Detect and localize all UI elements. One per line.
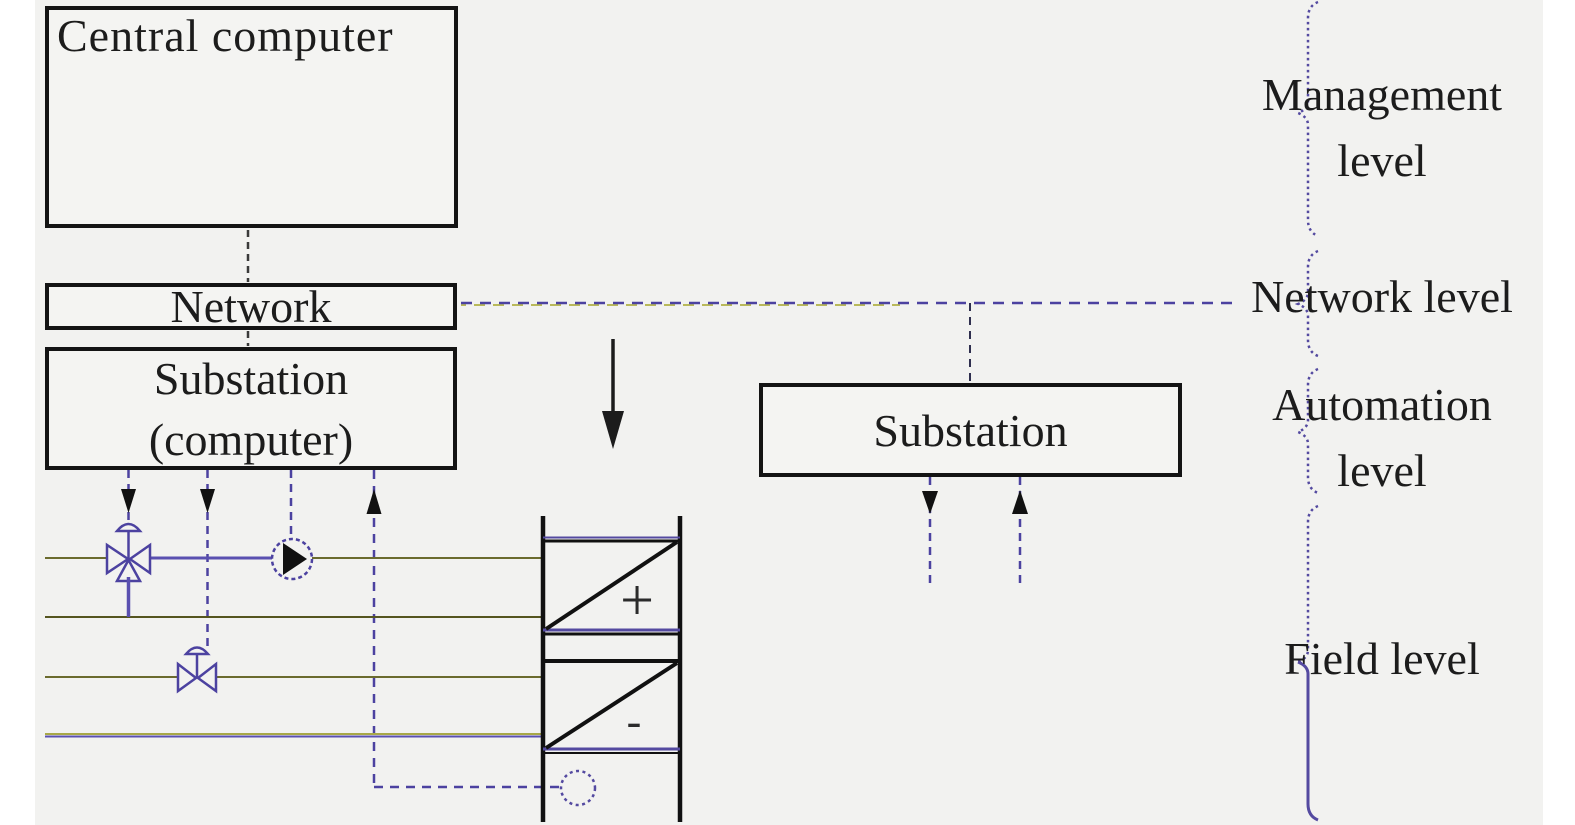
exchanger-plus-sign: + [620,567,654,633]
network-box: Network [45,281,457,332]
level-label-management: Management level [1237,62,1527,194]
level-automation-line2: level [1337,445,1427,496]
control-line-valve2 [200,470,215,651]
curly-brace-icon [1294,367,1319,495]
substation-label: Substation [873,404,1068,456]
level-network-line1: Network level [1251,271,1513,322]
central-computer-label: Central computer [57,10,394,61]
up-arrow-icon [1012,490,1028,514]
level-label-network: Network level [1207,264,1557,330]
level-management-line1: Management [1261,69,1503,120]
curly-brace-icon [1297,504,1319,664]
left-margin [0,0,35,825]
level-field-line1: Field level [1284,633,1480,684]
pump-icon [270,537,314,581]
down-arrow-icon [602,339,624,449]
up-arrow-icon [366,489,382,514]
substation-computer-box: Substation (computer) [45,347,457,470]
pipes [45,556,541,738]
curly-brace-icon [1294,249,1319,358]
control-line-valve1 [121,470,136,530]
heat-exchanger-icon [540,516,683,822]
down-arrow-icon [121,489,136,513]
curly-brace-icon [1297,660,1319,822]
down-arrow-icon [200,489,215,513]
level-label-automation: Automation level [1237,372,1527,504]
network-label: Network [170,281,332,332]
central-computer-box: Central computer [45,6,458,228]
exchanger-minus-sign: - [626,697,642,746]
substation-output-line [922,477,938,583]
level-automation-line1: Automation [1272,379,1492,430]
down-arrow-icon [922,491,938,514]
substation-input-line [1012,477,1028,583]
three-way-valve-icon [105,522,152,583]
right-margin [1543,0,1575,825]
level-management-line2: level [1337,135,1427,186]
level-braces [1294,0,1319,822]
substation-computer-label-line2: (computer) [148,413,354,465]
substation-computer-label-line1: Substation [153,352,349,404]
substation-box: Substation [759,383,1182,477]
level-label-field: Field level [1237,626,1527,692]
sensor-signal-line [366,470,560,789]
two-way-valve-icon [176,646,218,694]
temperature-sensor-icon [559,769,597,807]
